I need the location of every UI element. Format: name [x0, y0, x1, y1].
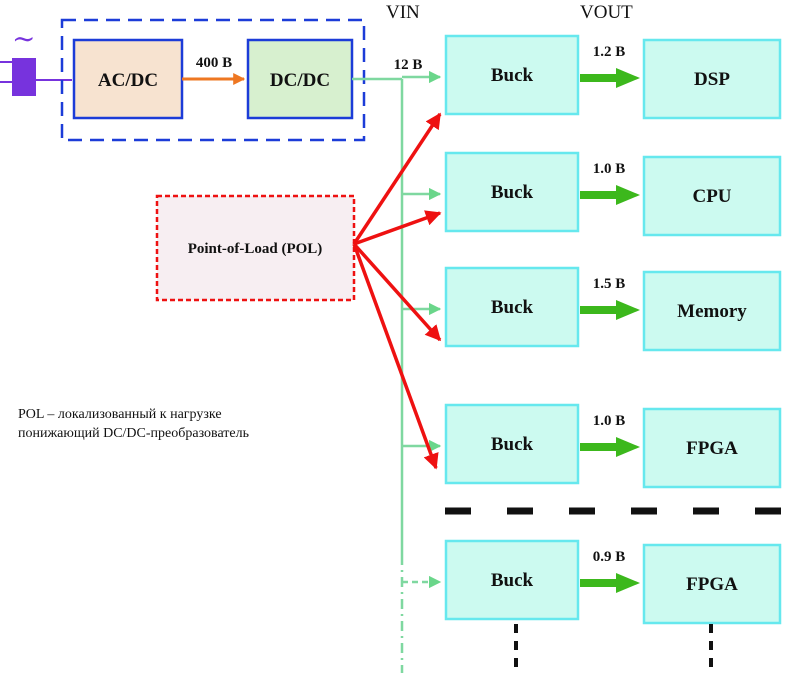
dcdc-box: [246, 38, 354, 120]
acdc-label: AC/DC: [98, 70, 158, 91]
output-voltage-label: 1.0 В: [593, 161, 626, 177]
load-label: FPGA: [686, 574, 738, 595]
acdc-box: [72, 38, 184, 120]
output-voltage-label: 1.0 В: [593, 413, 626, 429]
output-voltage-label: 1.2 В: [593, 44, 626, 60]
buck-label: Buck: [491, 297, 534, 318]
pol-arrow: [352, 112, 442, 245]
note-line-1: POL – локализованный к нагрузке: [18, 407, 222, 422]
buck-box: [444, 151, 580, 233]
pol-box: [155, 194, 356, 302]
buck-box: [444, 34, 580, 116]
output-arrow-head: [616, 68, 640, 88]
load-label: CPU: [692, 186, 731, 207]
output-arrow-head: [616, 300, 640, 320]
output-arrow-head: [616, 437, 640, 457]
output-arrow-head: [616, 185, 640, 205]
load-label: Memory: [677, 301, 747, 322]
buck-label: Buck: [491, 570, 534, 591]
ac-plug-icon: [0, 58, 72, 96]
rail-row: Buck 1.2 В DSP: [402, 34, 782, 120]
output-voltage-label: 0.9 В: [593, 549, 626, 565]
buck-label: Buck: [491, 434, 534, 455]
pol-arrow: [352, 243, 439, 470]
note-line-2: понижающий DC/DC-преобразователь: [18, 426, 250, 441]
buck-label: Buck: [491, 65, 534, 86]
load-label: FPGA: [686, 438, 738, 459]
load-box: [642, 543, 782, 625]
load-box: [642, 155, 782, 237]
vin-header: VIN: [386, 2, 420, 23]
ac-sine-icon: ∼: [12, 24, 35, 55]
pol-definition-note: POL – локализованный к нагрузке понижающ…: [18, 405, 378, 443]
load-box: [642, 270, 782, 352]
rail-row: Buck 0.9 В FPGA: [402, 539, 782, 625]
mid-voltage-label: 400 В: [196, 55, 232, 71]
output-arrow-head: [616, 573, 640, 593]
load-box: [642, 38, 782, 120]
rail-row: Buck 1.0 В FPGA: [402, 403, 782, 489]
rail-row: Buck 1.5 В Memory: [402, 266, 782, 352]
pol-arrow: [352, 242, 442, 342]
load-box: [642, 407, 782, 489]
buck-label: Buck: [491, 182, 534, 203]
load-label: DSP: [694, 69, 730, 90]
rail-row: Buck 1.0 В CPU: [402, 151, 782, 237]
pol-arrow: [353, 210, 442, 246]
bus-voltage-label: 12 В: [394, 57, 423, 73]
vout-header: VOUT: [580, 2, 633, 23]
output-voltage-label: 1.5 В: [593, 276, 626, 292]
pol-label: Point-of-Load (POL): [188, 241, 323, 257]
buck-box: [444, 403, 580, 485]
dcdc-label: DC/DC: [270, 70, 330, 91]
buck-box: [444, 266, 580, 348]
buck-box: [444, 539, 580, 621]
